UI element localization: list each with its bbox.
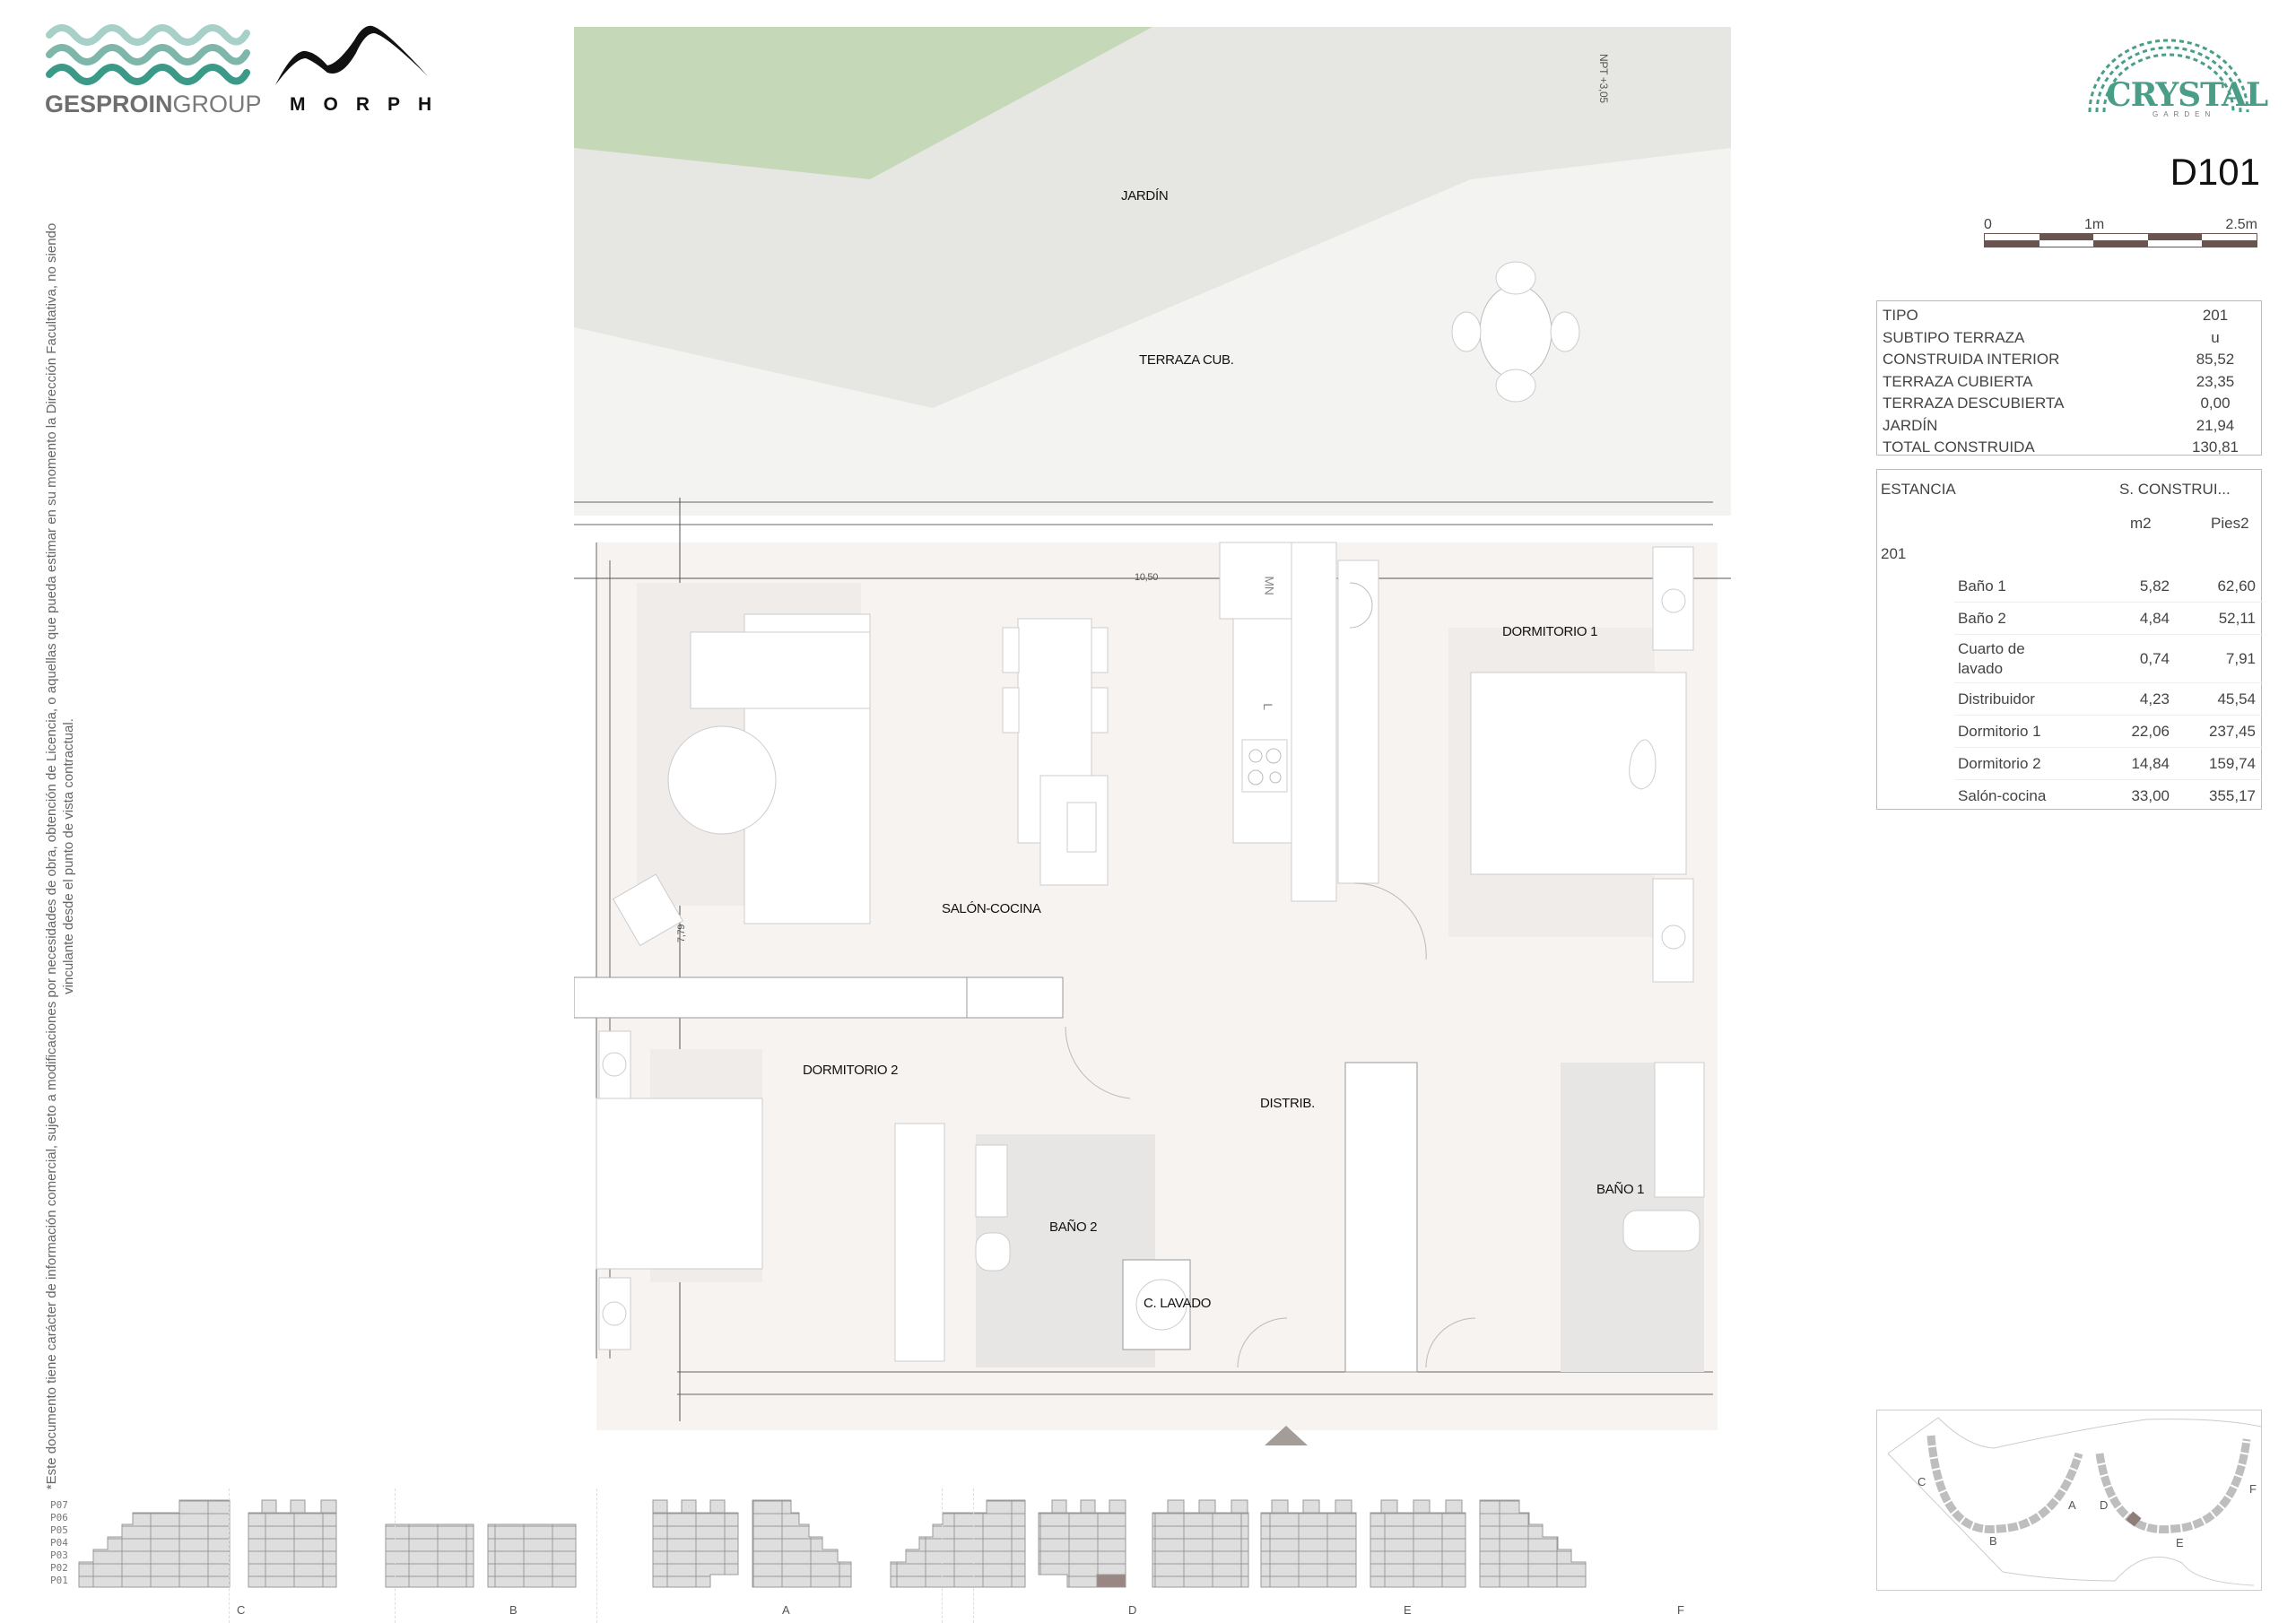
floor-label: P04	[50, 1537, 68, 1549]
header-m2: m2	[2130, 515, 2152, 532]
morph-logo: MORPH	[274, 22, 431, 121]
dimension-width: 10,50	[1135, 572, 1159, 583]
svg-text:F: F	[2249, 1482, 2257, 1496]
label-distribuidor: DISTRIB.	[1260, 1096, 1315, 1111]
dimension-depth: 7,79	[676, 924, 688, 943]
block-label-d: D	[1128, 1603, 1137, 1617]
svg-text:A: A	[2068, 1498, 2076, 1512]
rooms-area-table: ESTANCIA S. CONSTRUI... m2 Pies2 201 Bañ…	[1876, 469, 2263, 810]
gesproin-logo: GESPROINGROUP	[45, 22, 262, 121]
mountain-icon	[275, 25, 428, 85]
label-l: L	[1260, 703, 1275, 710]
label-bano-2: BAÑO 2	[1049, 1219, 1098, 1235]
label-terraza-cubierta: TERRAZA CUB.	[1139, 352, 1234, 368]
svg-text:C: C	[1918, 1475, 1926, 1488]
crystal-wordmark: CRYSTAL	[2106, 76, 2268, 114]
svg-text:B: B	[1989, 1534, 1997, 1548]
floor-plan: JARDÍN TERRAZA CUB. NPT +3,05 10,50 7,79…	[573, 22, 1731, 1457]
header-ft2: Pies2	[2211, 515, 2249, 532]
svg-text:D: D	[2100, 1498, 2108, 1512]
label-jardin: JARDÍN	[1121, 188, 1169, 204]
morph-wordmark: MORPH	[290, 94, 450, 115]
block-label-f: F	[1677, 1603, 1684, 1617]
label-mn: MN	[1262, 576, 1277, 595]
block-label-c: C	[237, 1603, 246, 1617]
legal-disclaimer: *Este documento tiene carácter de inform…	[44, 222, 76, 1490]
scale-label-0: 0	[1984, 217, 1992, 232]
unit-code: D101	[2170, 151, 2260, 193]
site-key-plan: C B A D E F	[1876, 1410, 2262, 1591]
label-dormitorio-2: DORMITORIO 2	[803, 1063, 899, 1078]
block-label-b: B	[509, 1603, 517, 1617]
room-group-label: 201	[1881, 545, 1907, 562]
floor-label: P05	[50, 1524, 68, 1536]
floor-plan-drawing	[573, 27, 1731, 1430]
header-estancia: ESTANCIA	[1881, 481, 1956, 498]
floor-label: P06	[50, 1512, 68, 1523]
floor-label: P02	[50, 1562, 68, 1574]
scale-label-2-5m: 2.5m	[2225, 217, 2257, 232]
block-label-e: E	[1404, 1603, 1412, 1617]
label-cuarto-lavado: C. LAVADO	[1144, 1296, 1212, 1311]
site-map-icon: C B A D E F	[1887, 1417, 2262, 1586]
floor-label: P01	[50, 1575, 68, 1586]
orientation-arrow-icon	[1265, 1426, 1308, 1445]
header-superficie: S. CONSTRUI...	[2119, 481, 2231, 498]
waves-icon	[46, 24, 250, 85]
floor-label: P03	[50, 1549, 68, 1561]
arch-icon	[2088, 39, 2249, 113]
building-elevations-strip: P07 P06 P05 P04 P03 P02 P01	[36, 1488, 1839, 1623]
gesproin-light: GROUP	[172, 91, 262, 117]
block-label-a: A	[782, 1603, 790, 1617]
gesproin-bold: GESPROIN	[45, 91, 173, 117]
label-bano-1: BAÑO 1	[1596, 1182, 1645, 1197]
scale-bar: 0 1m 2.5m	[1984, 217, 2257, 253]
label-salon-cocina: SALÓN-COCINA	[942, 901, 1041, 916]
label-dormitorio-1: DORMITORIO 1	[1502, 624, 1598, 639]
floor-label: P07	[50, 1499, 68, 1511]
svg-text:E: E	[2176, 1536, 2184, 1549]
scale-label-1m: 1m	[2084, 217, 2105, 232]
label-npt-level: NPT +3,05	[1597, 54, 1610, 103]
elevation-blocks	[78, 1499, 1587, 1588]
crystal-garden-logo: CRYSTAL GARDEN	[2079, 22, 2268, 121]
garden-wordmark: GARDEN	[2152, 110, 2216, 118]
